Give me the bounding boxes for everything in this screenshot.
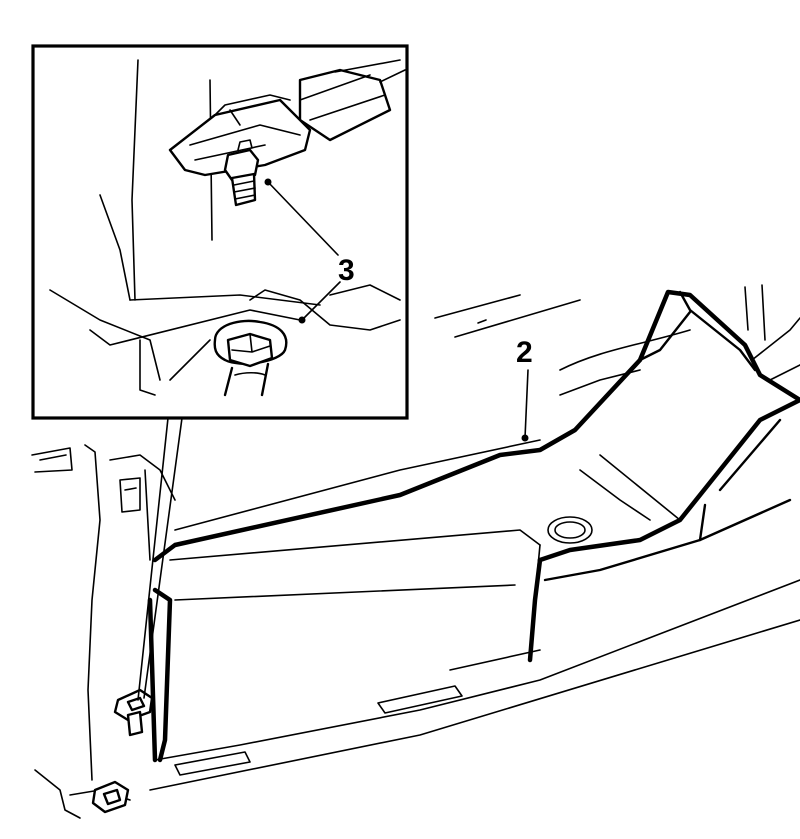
background-edges — [434, 284, 800, 381]
inset-leader-lines — [137, 417, 183, 701]
callout-3-label: 3 — [338, 254, 355, 287]
callout-3-leaders — [264, 178, 341, 324]
callout-2-label: 2 — [516, 336, 533, 369]
floor-pan — [149, 369, 800, 791]
detail-inset: 3 — [31, 44, 409, 420]
callout-2: 2 — [516, 336, 533, 442]
trim-panel-part-2 — [147, 289, 800, 763]
fastener-lower-1 — [113, 688, 154, 737]
main-view — [31, 284, 800, 819]
fastener-lower-2 — [91, 780, 130, 814]
